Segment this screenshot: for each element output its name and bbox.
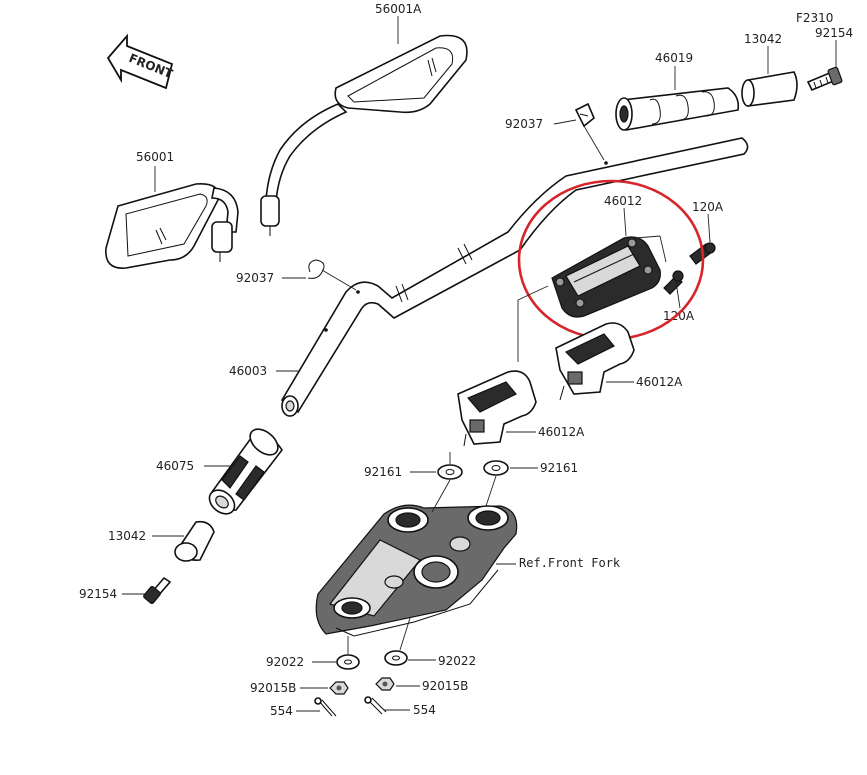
handlebar <box>280 137 749 417</box>
label-46012A-left: 46012A <box>538 425 585 439</box>
label-554-right: 554 <box>413 703 436 717</box>
label-46019: 46019 <box>655 51 693 65</box>
label-92022-right: 92022 <box>438 654 476 668</box>
label-46012A-right: 46012A <box>636 375 683 389</box>
grip-right <box>615 66 740 131</box>
figure-code: F2310 <box>796 11 833 25</box>
label-13042-top: 13042 <box>744 32 782 46</box>
lower-holder-left <box>457 370 537 447</box>
clip-top <box>553 102 605 161</box>
label-56001A: 56001A <box>375 2 422 16</box>
label-92015B-right: 92015B <box>422 679 468 693</box>
nut-92015B-left <box>300 681 349 695</box>
label-56001: 56001 <box>136 150 174 164</box>
label-92022-left: 92022 <box>266 655 304 669</box>
grip-left <box>204 428 283 515</box>
label-120A-top: 120A <box>692 200 724 214</box>
triple-clamp <box>315 504 518 637</box>
clip-left <box>282 259 357 291</box>
label-92037-top: 92037 <box>505 117 543 131</box>
label-46012: 46012 <box>604 194 642 208</box>
pin-554-left <box>296 697 337 717</box>
mirror-left <box>105 166 239 269</box>
upper-holder <box>551 207 667 318</box>
washer-92022-right <box>384 617 436 666</box>
lower-holder-right <box>555 322 635 401</box>
label-554-left: 554 <box>270 704 293 718</box>
label-92154-left: 92154 <box>79 587 117 601</box>
bar-end-weight-right <box>741 46 798 107</box>
bolt-120A-bottom <box>663 270 684 309</box>
front-arrow-icon: FRONT <box>106 33 175 90</box>
reference-label: Ref.Front Fork <box>519 556 621 570</box>
label-92015B-left: 92015B <box>250 681 296 695</box>
label-92154-top: 92154 <box>815 26 853 40</box>
washer-92161-left <box>410 452 463 480</box>
bar-end-weight-left <box>152 520 215 562</box>
nut-92015B-right <box>375 677 420 691</box>
label-92161-right: 92161 <box>540 461 578 475</box>
washer-92161-right <box>483 460 538 476</box>
washer-92022-left <box>312 636 360 670</box>
mirror-right <box>260 16 468 236</box>
bolt-left <box>122 576 172 605</box>
label-92037-left: 92037 <box>236 271 274 285</box>
label-46075: 46075 <box>156 459 194 473</box>
label-46003: 46003 <box>229 364 267 378</box>
bolt-right <box>806 40 843 92</box>
pin-554-right <box>364 696 410 715</box>
label-92161-left: 92161 <box>364 465 402 479</box>
label-13042-left: 13042 <box>108 529 146 543</box>
